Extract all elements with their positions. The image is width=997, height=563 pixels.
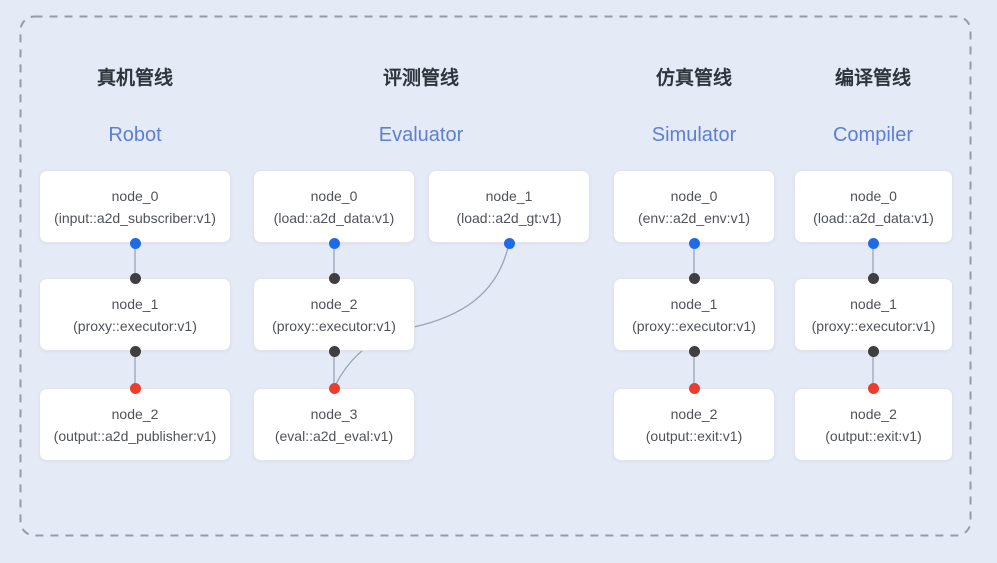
evaluator-title-zh: 评测管线 bbox=[382, 68, 459, 89]
node-name: node_1 bbox=[850, 295, 897, 312]
diagram-frame-border bbox=[19, 15, 972, 537]
evaluator-title-en: Evaluator bbox=[378, 124, 464, 146]
node-name: node_1 bbox=[111, 295, 159, 312]
red-port-dot bbox=[129, 382, 141, 394]
node-type: (proxy::executor:v1) bbox=[811, 317, 936, 334]
node-type: (env::a2d_env:v1) bbox=[637, 209, 751, 226]
blue-port-dot bbox=[867, 237, 879, 249]
simulator-node-1: node_1 (proxy::executor:v1) bbox=[613, 278, 775, 351]
red-port-dot bbox=[328, 382, 340, 394]
evaluator-node-3: node_3 (eval::a2d_eval:v1) bbox=[253, 388, 415, 461]
robot-node-0: node_0 (input::a2d_subscriber:v1) bbox=[39, 170, 231, 243]
node-name: node_0 bbox=[111, 187, 159, 204]
blue-port-dot bbox=[688, 237, 700, 249]
node-type: (proxy::executor:v1) bbox=[73, 317, 197, 334]
robot-node-1: node_1 (proxy::executor:v1) bbox=[39, 278, 231, 351]
black-port-dot bbox=[328, 272, 340, 284]
red-port-dot bbox=[688, 382, 700, 394]
black-port-dot bbox=[129, 345, 141, 357]
black-port-dot bbox=[867, 272, 879, 284]
node-type: (output::a2d_publisher:v1) bbox=[53, 427, 217, 444]
node-name: node_2 bbox=[670, 405, 718, 422]
compiler-title-zh: 编译管线 bbox=[834, 68, 911, 89]
node-name: node_0 bbox=[310, 187, 358, 204]
node-type: (output::exit:v1) bbox=[645, 427, 743, 444]
node-name: node_0 bbox=[670, 187, 718, 204]
node-type: (proxy::executor:v1) bbox=[632, 317, 756, 334]
node-type: (load::a2d_data:v1) bbox=[813, 209, 934, 226]
black-port-dot bbox=[688, 345, 700, 357]
compiler-node-1: node_1 (proxy::executor:v1) bbox=[794, 278, 953, 351]
node-name: node_1 bbox=[670, 295, 718, 312]
node-name: node_3 bbox=[310, 405, 358, 422]
robot-title-en: Robot bbox=[108, 124, 162, 146]
blue-port-dot bbox=[129, 237, 141, 249]
node-type: (proxy::executor:v1) bbox=[272, 317, 396, 334]
node-name: node_1 bbox=[485, 187, 533, 204]
robot-title-zh: 真机管线 bbox=[96, 68, 173, 89]
blue-port-dot bbox=[503, 237, 515, 249]
node-type: (eval::a2d_eval:v1) bbox=[274, 427, 394, 444]
compiler-node-2: node_2 (output::exit:v1) bbox=[794, 388, 953, 461]
simulator-title-zh: 仿真管线 bbox=[655, 68, 732, 89]
red-port-dot bbox=[867, 382, 879, 394]
blue-port-dot bbox=[328, 237, 340, 249]
node-type: (load::a2d_data:v1) bbox=[273, 209, 395, 226]
black-port-dot bbox=[867, 345, 879, 357]
node-name: node_2 bbox=[850, 405, 897, 422]
black-port-dot bbox=[688, 272, 700, 284]
compiler-title-en: Compiler bbox=[832, 124, 914, 146]
black-port-dot bbox=[328, 345, 340, 357]
compiler-node-0: node_0 (load::a2d_data:v1) bbox=[794, 170, 953, 243]
evaluator-node-1: node_1 (load::a2d_gt:v1) bbox=[428, 170, 590, 243]
simulator-node-0: node_0 (env::a2d_env:v1) bbox=[613, 170, 775, 243]
node-type: (output::exit:v1) bbox=[825, 427, 922, 444]
evaluator-node-0: node_0 (load::a2d_data:v1) bbox=[253, 170, 415, 243]
evaluator-node-2: node_2 (proxy::executor:v1) bbox=[253, 278, 415, 351]
node-name: node_0 bbox=[850, 187, 897, 204]
robot-node-2: node_2 (output::a2d_publisher:v1) bbox=[39, 388, 231, 461]
node-type: (input::a2d_subscriber:v1) bbox=[54, 209, 216, 226]
simulator-node-2: node_2 (output::exit:v1) bbox=[613, 388, 775, 461]
node-name: node_2 bbox=[310, 295, 358, 312]
simulator-title-en: Simulator bbox=[651, 124, 737, 146]
node-name: node_2 bbox=[111, 405, 159, 422]
black-port-dot bbox=[129, 272, 141, 284]
node-type: (load::a2d_gt:v1) bbox=[456, 209, 562, 226]
